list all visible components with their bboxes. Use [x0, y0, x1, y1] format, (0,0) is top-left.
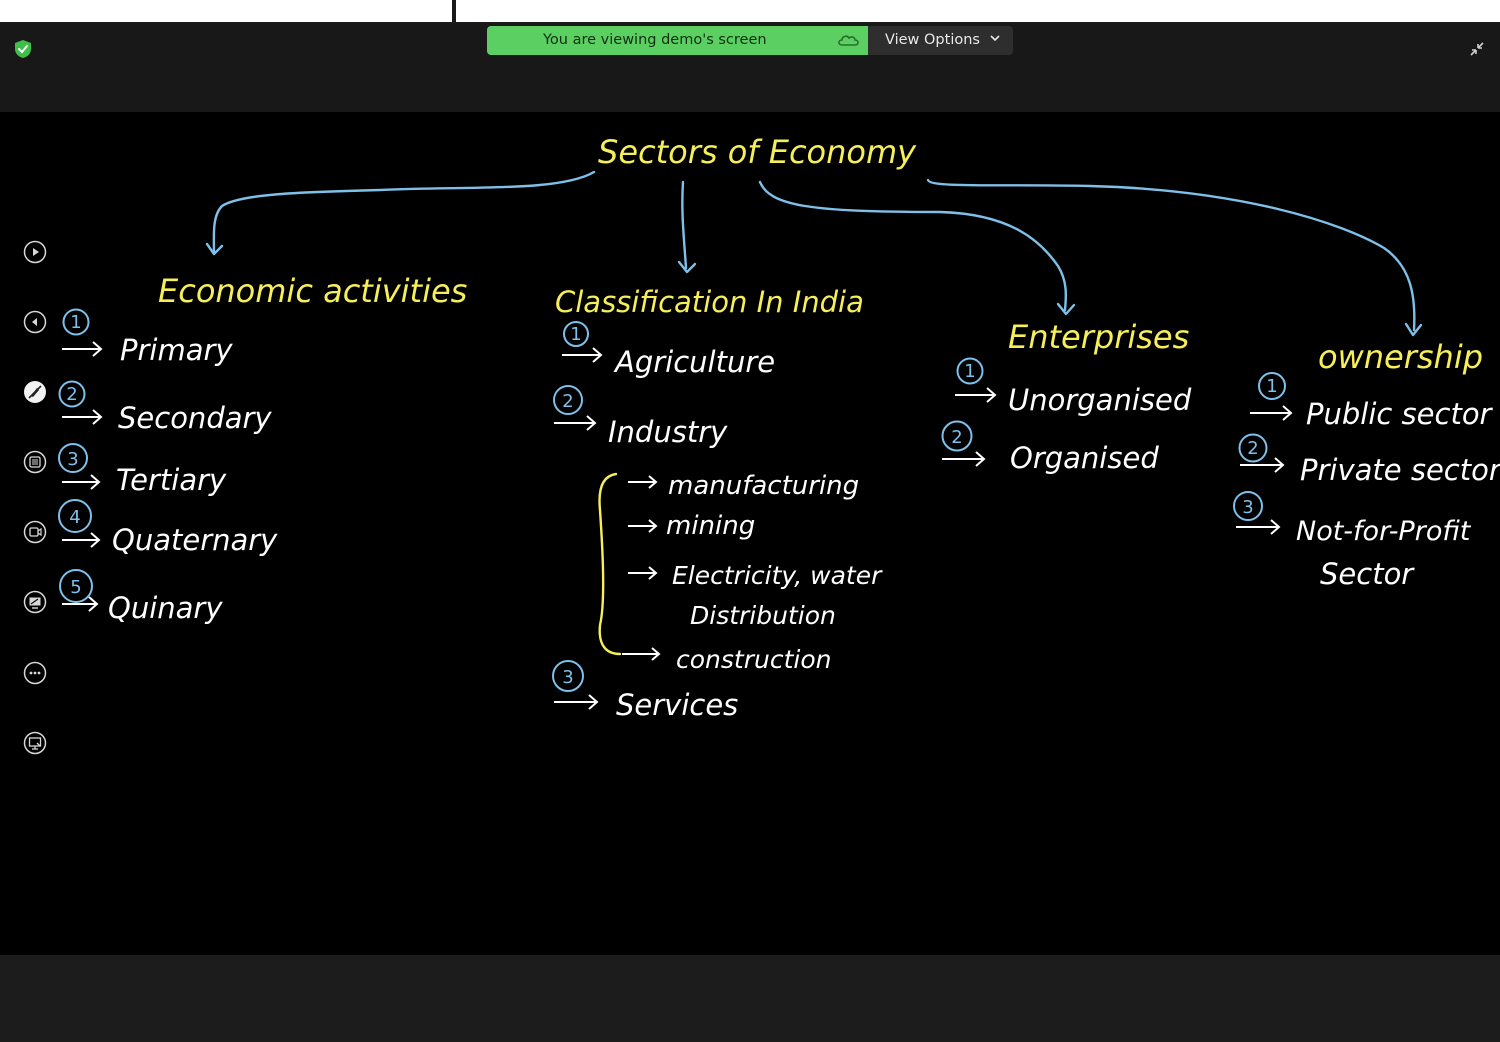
share-screen-icon	[23, 590, 47, 614]
list-item: Electricity, water	[628, 561, 883, 590]
heading-economic-activities: Economic activities	[158, 272, 467, 310]
other-window-left	[0, 0, 452, 22]
play-icon	[23, 240, 47, 264]
item-label: Quaternary	[112, 523, 278, 557]
sub-item-label: Distribution	[690, 601, 836, 630]
item-label: Not-for-Profit	[1296, 516, 1472, 547]
item-label: Private sector	[1300, 453, 1500, 487]
pen-off-icon	[24, 381, 46, 403]
item-label: Secondary	[118, 401, 272, 435]
item-number: 3	[67, 449, 78, 470]
industry-brace	[598, 472, 622, 656]
notes-tool[interactable]	[23, 450, 47, 474]
screen-share-banner: You are viewing demo's screen	[487, 26, 868, 55]
list-item: 3 Tertiary	[58, 443, 227, 497]
view-options-label: View Options	[885, 32, 980, 48]
sub-item-label: mining	[666, 511, 755, 541]
shield-check-icon[interactable]	[12, 38, 34, 60]
view-options-button[interactable]: View Options	[868, 26, 1013, 55]
list-item: 1 Unorganised	[955, 357, 1192, 417]
heading-classification-india: Classification In India	[555, 285, 864, 319]
more-tool[interactable]	[23, 661, 47, 685]
list-item: 5 Quinary	[59, 569, 223, 625]
item-label: Unorganised	[1008, 383, 1192, 417]
list-item: 2 Organised	[941, 420, 1159, 475]
list-item: 2 Secondary	[58, 380, 272, 435]
connector-arrows	[205, 170, 1423, 337]
item-number: 1	[1266, 376, 1277, 397]
share-screen-tool[interactable]	[23, 590, 47, 614]
presentation-icon	[23, 731, 47, 755]
sub-item-label: Electricity, water	[672, 561, 883, 590]
cloud-icon[interactable]	[836, 31, 860, 49]
item-number: 2	[1247, 438, 1258, 459]
item-number: 3	[562, 667, 573, 688]
meeting-bottom-bar	[0, 955, 1500, 1042]
list-item: 4 Quaternary	[58, 499, 278, 557]
item-label: Agriculture	[613, 345, 775, 379]
list-item: 1 Public sector	[1250, 372, 1494, 431]
list-item: 1 Agriculture	[562, 321, 775, 379]
industry-sub-list: manufacturing mining Electricity, water …	[622, 471, 883, 674]
item-number: 3	[1242, 497, 1253, 518]
item-number: 1	[964, 361, 975, 382]
sub-item-label: construction	[676, 645, 831, 674]
item-label: Quinary	[108, 591, 223, 625]
item-label: Primary	[120, 333, 233, 367]
whiteboard-canvas	[0, 112, 1500, 955]
list-item: 3 Not-for-Profit	[1233, 491, 1472, 547]
notes-icon	[23, 450, 47, 474]
item-number: 1	[570, 324, 581, 345]
play-tool[interactable]	[23, 240, 47, 264]
item-number: 2	[562, 391, 573, 412]
strip-divider	[452, 0, 456, 24]
heading-ownership: ownership	[1318, 338, 1483, 376]
item-number: 5	[70, 577, 81, 598]
item-label: Tertiary	[116, 463, 227, 497]
list-item: 1 Primary	[62, 308, 233, 367]
list-item: construction	[622, 645, 831, 674]
board-title: Sectors of Economy	[598, 133, 917, 171]
list-item: Sector	[1320, 557, 1415, 591]
item-label: Public sector	[1306, 397, 1494, 431]
heading-enterprises: Enterprises	[1008, 318, 1189, 356]
list-item: 3 Services	[552, 660, 738, 722]
ownership-list: 1 Public sector 2 Private sector 3 Not-f…	[1233, 372, 1500, 591]
list-item: 2 Private sector	[1238, 433, 1500, 487]
other-window-right	[456, 0, 1500, 22]
back-tool[interactable]	[23, 310, 47, 334]
more-icon	[23, 661, 47, 685]
presentation-tool[interactable]	[23, 731, 47, 755]
video-tool[interactable]	[23, 520, 47, 544]
economic-activities-list: 1 Primary 2 Secondary 3 Tertiary 4 Quate…	[58, 308, 278, 625]
list-item: Distribution	[690, 601, 836, 630]
back-icon	[23, 310, 47, 334]
list-item: manufacturing	[628, 471, 859, 501]
item-number: 2	[951, 427, 962, 448]
item-number: 4	[69, 507, 80, 528]
item-label: Industry	[608, 415, 728, 449]
list-item: 2 Industry	[553, 385, 728, 449]
item-label: Organised	[1010, 441, 1159, 475]
item-label: Services	[616, 688, 738, 722]
video-icon	[23, 520, 47, 544]
classification-list: 1 Agriculture 2 Industry 3 Services	[552, 321, 775, 722]
item-label: Sector	[1320, 557, 1415, 591]
sub-item-label: manufacturing	[668, 471, 859, 501]
item-number: 2	[66, 384, 77, 405]
collapse-icon[interactable]	[1466, 38, 1488, 60]
enterprises-list: 1 Unorganised 2 Organised	[941, 357, 1192, 475]
pen-tool[interactable]	[23, 380, 47, 404]
chevron-down-icon[interactable]	[990, 34, 1000, 42]
list-item: mining	[628, 511, 755, 541]
item-number: 1	[70, 312, 81, 333]
